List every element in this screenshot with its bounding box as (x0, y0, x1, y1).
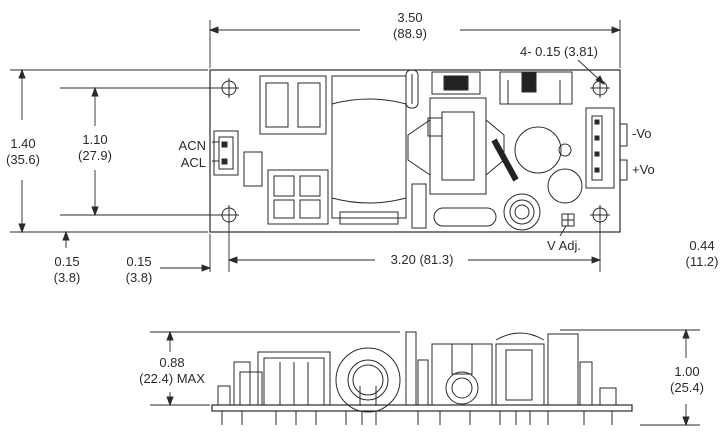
total-height-label: 1.00 (25.4) (670, 364, 704, 395)
transformer (407, 97, 505, 195)
mounting-holes-label: 4- 0.15 (3.81) (519, 44, 599, 59)
input-choke-side (257, 351, 331, 406)
top-view-dimensions (10, 20, 622, 272)
voltage-adjust-trimmer (561, 213, 575, 227)
output-heatsink (499, 71, 573, 105)
hole-offset-bottom-label: 0.15 (3.8) (53, 254, 81, 285)
width-overall-label: 3.50 (88.9) (393, 10, 427, 41)
y-capacitor (411, 183, 427, 229)
positive-output-label: +Vo (632, 162, 655, 177)
negative-output-bracket (620, 123, 628, 147)
pcb-outline-top (209, 69, 621, 233)
small-capacitor (427, 117, 443, 137)
top-view (209, 69, 628, 233)
height-overall-label: 1.40 (35.6) (6, 136, 40, 167)
pcb-outline-side (211, 404, 633, 412)
board-pins (221, 411, 613, 425)
output-capacitor-tiny (558, 143, 572, 157)
output-jumper-wire (491, 138, 519, 182)
negative-output-label: -Vo (632, 126, 652, 141)
output-connector (585, 107, 615, 189)
input-choke (259, 75, 327, 135)
pin-height-label: 0.44 (11.2) (685, 238, 719, 269)
component-height-label: 0.88 (22.4) MAX (139, 355, 205, 386)
voltage-adjust-label: V Adj. (547, 238, 581, 253)
bulk-capacitor-side (335, 347, 401, 413)
hole-spacing-horizontal-label: 3.20 (81.3) (390, 252, 454, 267)
fuse (405, 69, 419, 109)
input-connector (212, 130, 239, 176)
output-inductor (503, 193, 541, 231)
bulk-capacitor (331, 75, 407, 225)
x-capacitor (243, 151, 263, 187)
side-view-dimensions (150, 328, 700, 427)
sense-resistor (433, 207, 497, 227)
controller-ic (431, 71, 481, 95)
bridge-rectifier (267, 169, 329, 225)
acn-label: ACN (178, 138, 206, 153)
output-capacitor-small (547, 168, 583, 204)
output-capacitor-large (514, 126, 562, 174)
transformer-side (431, 343, 493, 406)
acl-label: ACL (180, 155, 206, 170)
positive-output-bracket (620, 159, 628, 181)
side-view (211, 331, 633, 425)
hole-offset-left-label: 0.15 (3.8) (125, 254, 153, 285)
hole-spacing-vertical-label: 1.10 (27.9) (78, 132, 112, 163)
